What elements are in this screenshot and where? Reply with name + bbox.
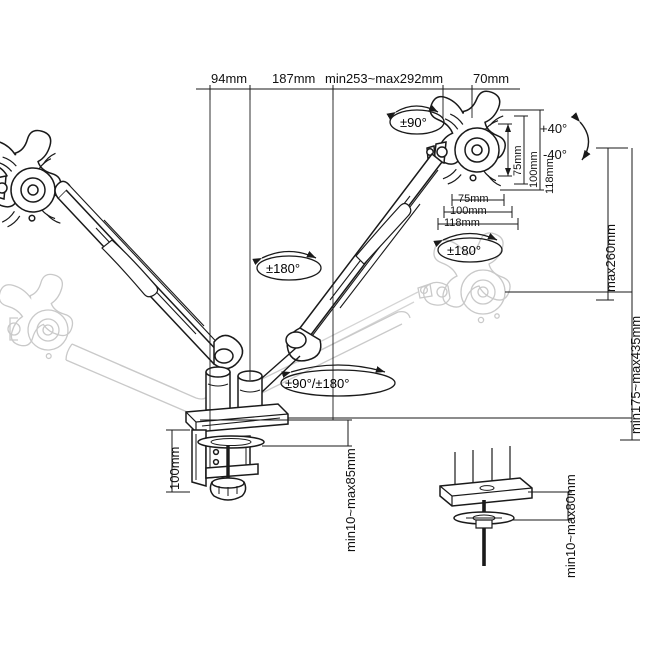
- badge-mid-joint: ±180°: [266, 261, 301, 276]
- vesa-horizontal-100mm: 100mm: [450, 205, 487, 217]
- tilt-arc-arrows: [570, 112, 591, 161]
- ghost-right-arm-tube: [247, 310, 411, 399]
- dim-label-187mm: 187mm: [272, 71, 316, 86]
- left-monitor-arm: [0, 129, 227, 366]
- clamp-thickness-range: min10~max85mm: [343, 448, 358, 552]
- tilt-down-label: -40°: [543, 147, 567, 162]
- left-arm-elbow: [213, 334, 244, 370]
- height-max260mm: max260mm: [603, 224, 618, 292]
- badge-top-swivel: ±90°: [400, 115, 427, 130]
- vesa-vertical-118mm: 118mm: [544, 158, 556, 194]
- ghost-right-vesa-plate: [297, 232, 511, 363]
- badge-screen-rotate: ±180°: [447, 243, 482, 258]
- dim-label-reach-range: min253~max292mm: [325, 71, 444, 86]
- height-range-label: min175~max435mm: [628, 315, 643, 434]
- dim-label-94mm: 94mm: [211, 71, 248, 86]
- vesa-vertical-75mm: 75mm: [512, 145, 524, 176]
- tilt-up-label: +40°: [540, 121, 568, 136]
- badge-base-post: ±90°/±180°: [285, 376, 350, 391]
- vesa-horizontal-118mm: 118mm: [444, 217, 480, 229]
- desk-clamp-base: [185, 403, 289, 501]
- vesa-vertical-100mm: 100mm: [528, 151, 540, 188]
- ghost-left-arm: [0, 273, 211, 415]
- grommet-mount-detail: [439, 446, 533, 566]
- clamp-depth-100mm: 100mm: [167, 446, 182, 490]
- dim-label-70mm: 70mm: [473, 71, 510, 86]
- left-arm-post: [205, 366, 231, 411]
- vesa-horizontal-75mm: 75mm: [458, 193, 489, 205]
- right-monitor-arm: [298, 90, 506, 345]
- rotation-badge-shapes: [252, 104, 503, 397]
- grommet-thickness-range: min10~max80mm: [563, 474, 578, 578]
- right-arm-elbow: [285, 327, 322, 362]
